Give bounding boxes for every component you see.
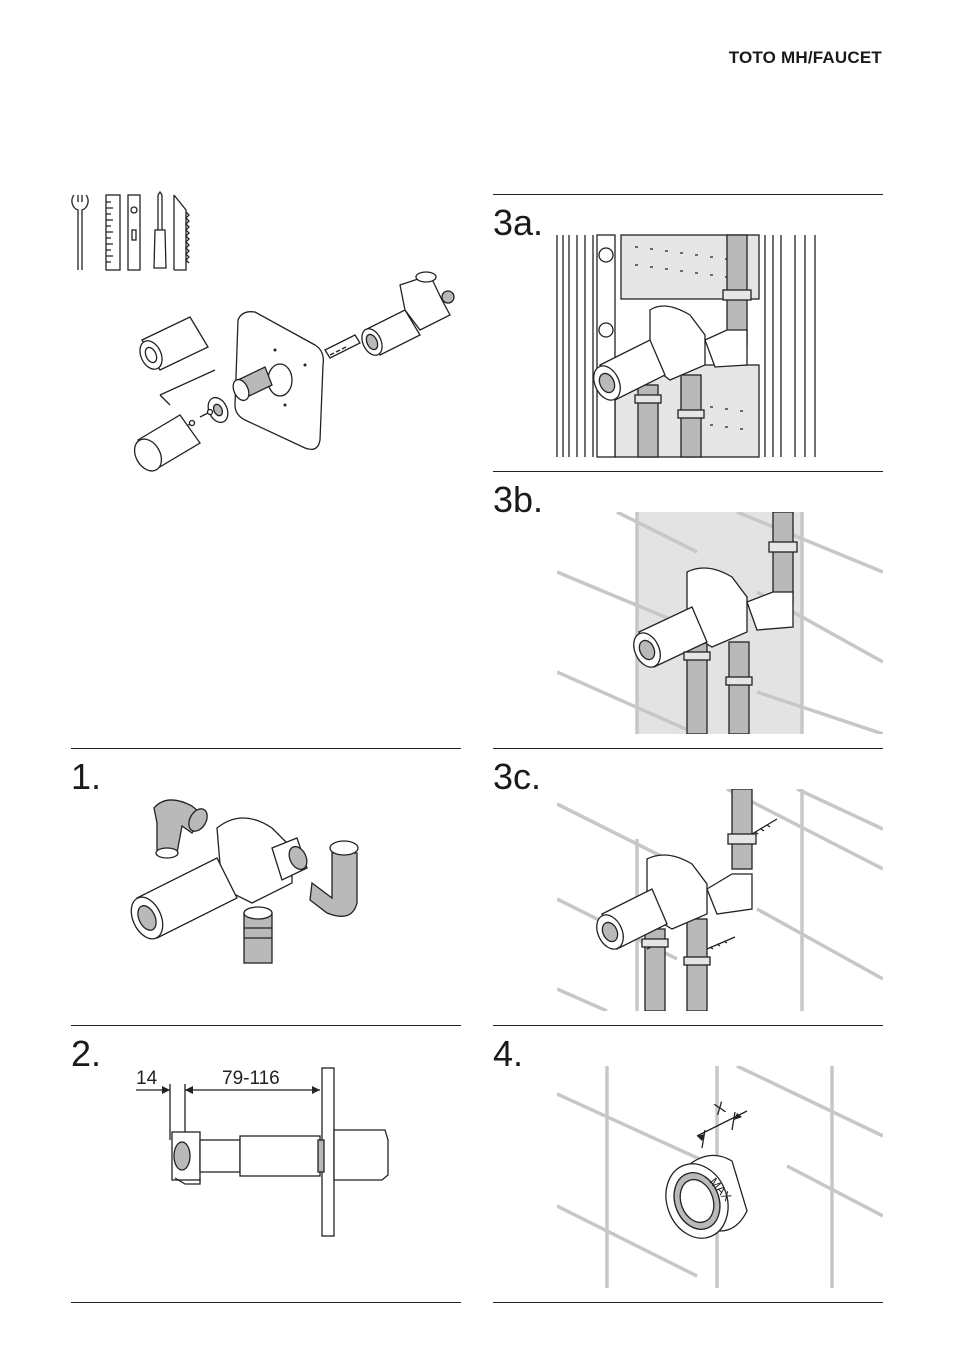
step-1-label: 1. xyxy=(71,759,101,795)
sleeve-fitting xyxy=(656,1155,747,1247)
pin-insert xyxy=(325,335,360,358)
rule-bottom-left xyxy=(71,1302,461,1303)
rule-bottom-right xyxy=(493,1302,883,1303)
ruler-icon xyxy=(106,195,120,270)
valve-body-profile xyxy=(172,1130,388,1184)
vertical-support xyxy=(597,235,615,457)
diagram-3c-anchor-install xyxy=(557,789,883,1011)
tools-row xyxy=(66,190,196,275)
step-3a-label: 3a. xyxy=(493,205,543,241)
spirit-level-icon xyxy=(128,195,140,270)
diagram-4-sleeve-max: MAX X xyxy=(557,1066,883,1288)
elbow-fitting-top-left xyxy=(154,800,211,858)
rule-3b xyxy=(493,471,883,472)
screwdriver-icon xyxy=(154,192,166,268)
diagram-2-dimensions: 14 79-116 xyxy=(130,1060,400,1240)
dimension-range-label: 79-116 xyxy=(222,1068,280,1089)
extension-sleeve xyxy=(136,317,208,373)
rule-3c xyxy=(493,748,883,749)
hex-key xyxy=(160,370,215,405)
rule-top-right xyxy=(493,194,883,195)
wrench-icon xyxy=(72,195,88,270)
step-4-label: 4. xyxy=(493,1036,523,1072)
step-3b-label: 3b. xyxy=(493,482,543,518)
rule-1 xyxy=(71,748,461,749)
rule-2 xyxy=(71,1025,461,1026)
exploded-parts-diagram xyxy=(130,265,475,480)
valve-body-main xyxy=(125,818,310,944)
valve-body-exploded xyxy=(358,272,454,358)
x-label: X xyxy=(712,1099,728,1119)
elbow-fitting-right xyxy=(310,841,358,916)
rule-4 xyxy=(493,1025,883,1026)
diagram-3a-frame-mount xyxy=(555,235,825,460)
dimension-lines xyxy=(136,1084,320,1140)
straight-nipple-fitting xyxy=(244,907,272,963)
dimension-offset-label: 14 xyxy=(136,1068,158,1089)
x-dimension: X xyxy=(697,1099,747,1148)
diagram-1-valve-fittings xyxy=(132,788,372,968)
diagram-3b-wall-install xyxy=(557,512,883,734)
saw-icon xyxy=(174,195,189,270)
step-2-label: 2. xyxy=(71,1036,101,1072)
step-3c-label: 3c. xyxy=(493,759,541,795)
brand-header: TOTO MH/FAUCET xyxy=(729,48,882,68)
mixer-body-3c xyxy=(592,855,752,953)
